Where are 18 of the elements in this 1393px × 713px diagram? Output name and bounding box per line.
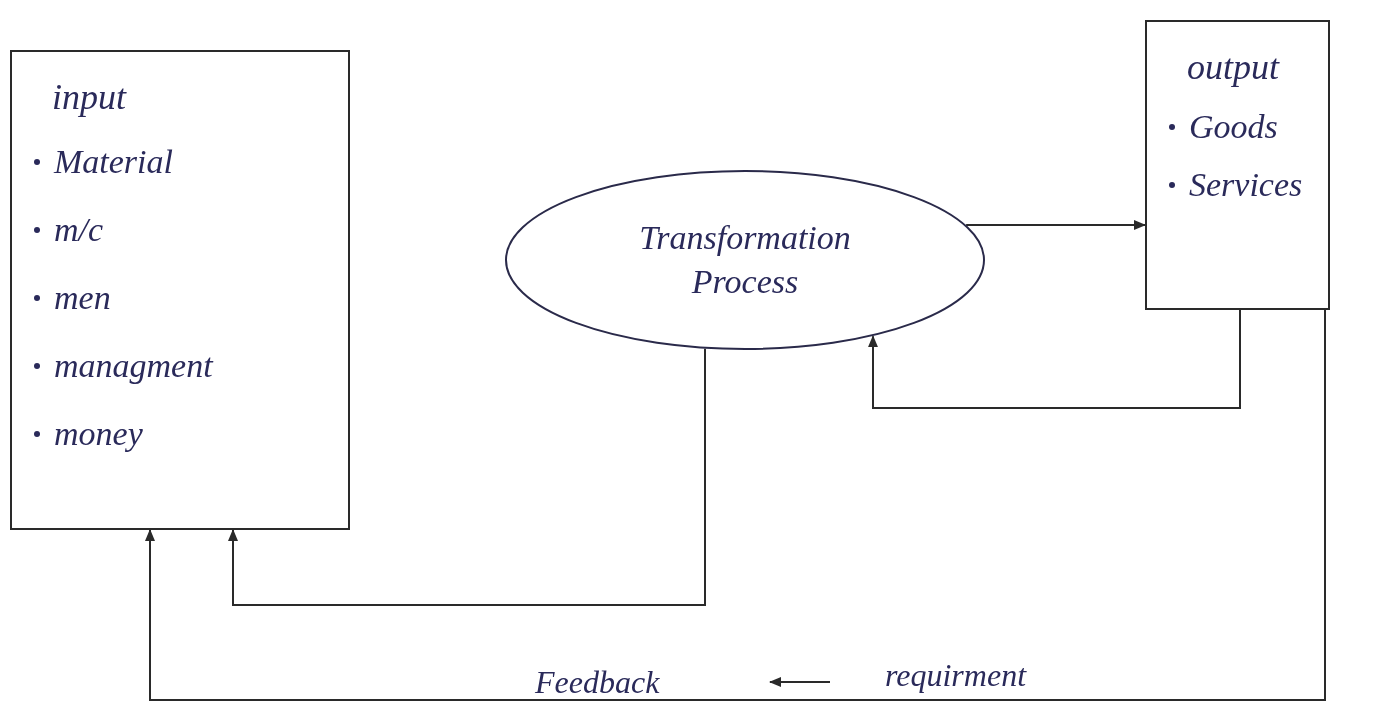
note-text: Feedback	[535, 663, 660, 702]
connector-arrow	[145, 309, 1326, 701]
list-item: money	[54, 414, 143, 454]
note-text: requirment	[885, 656, 1026, 695]
list-box	[1145, 20, 1330, 310]
list-item: managment	[54, 346, 213, 386]
list-item: m/c	[54, 210, 104, 250]
list-item: Material	[54, 142, 173, 182]
connector-arrow	[228, 347, 706, 606]
box-heading: input	[52, 76, 128, 119]
process-label: Transformation Process	[638, 218, 852, 302]
box-heading: output	[1187, 46, 1281, 89]
list-item: Goods	[1189, 107, 1278, 147]
connector-arrow	[868, 309, 1241, 409]
list-item: men	[54, 278, 111, 318]
list-item: Services	[1189, 165, 1303, 205]
list-box	[10, 50, 350, 530]
connector-arrow	[965, 220, 1146, 230]
